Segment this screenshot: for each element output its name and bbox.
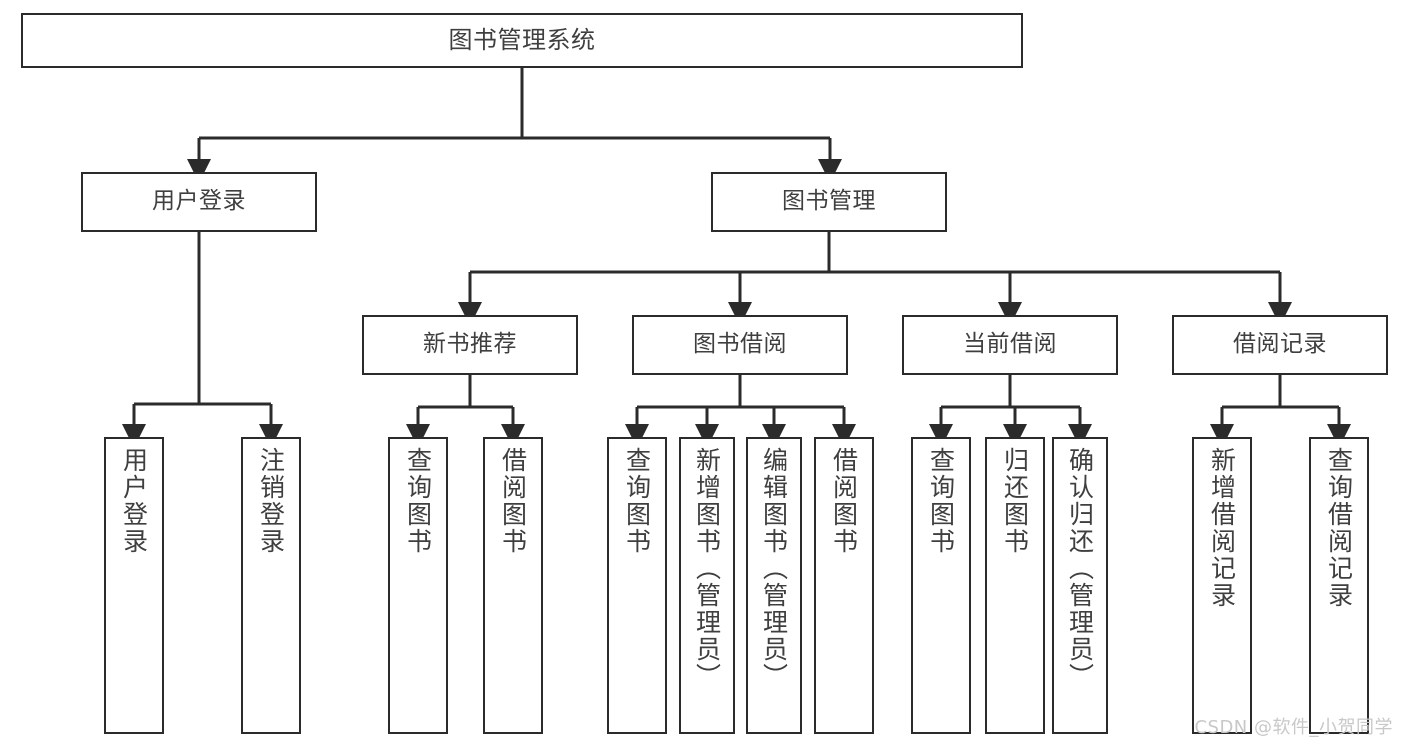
leaf-user-login-label: 用户登录 bbox=[119, 447, 149, 555]
leaf-edit-book-label: 编辑图书（管理员） bbox=[759, 447, 789, 690]
leaf-borrow-book-1-label: 借阅图书 bbox=[498, 447, 528, 555]
leaf-add-book-label: 新增图书（管理员） bbox=[692, 447, 722, 690]
node-root-label: 图书管理系统 bbox=[448, 26, 596, 55]
leaf-query-book-3-label: 查询图书 bbox=[926, 447, 956, 555]
leaf-query-record[interactable]: 查询借阅记录 bbox=[1309, 437, 1369, 734]
node-borrow-record-label: 借阅记录 bbox=[1233, 331, 1327, 358]
leaf-query-book-1[interactable]: 查询图书 bbox=[388, 437, 448, 734]
leaf-query-book-2-label: 查询图书 bbox=[622, 447, 652, 555]
node-new-book-rec-label: 新书推荐 bbox=[423, 331, 517, 358]
leaf-query-book-2[interactable]: 查询图书 bbox=[607, 437, 667, 734]
leaf-return-book[interactable]: 归还图书 bbox=[985, 437, 1045, 734]
node-new-book-rec[interactable]: 新书推荐 bbox=[362, 315, 578, 375]
node-borrow-record[interactable]: 借阅记录 bbox=[1172, 315, 1388, 375]
leaf-return-book-label: 归还图书 bbox=[1000, 447, 1030, 555]
leaf-confirm-return-label: 确认归还（管理员） bbox=[1065, 447, 1095, 690]
node-book-borrow[interactable]: 图书借阅 bbox=[632, 315, 848, 375]
leaf-add-book[interactable]: 新增图书（管理员） bbox=[679, 437, 735, 734]
node-book-manage-label: 图书管理 bbox=[782, 188, 876, 215]
node-book-borrow-label: 图书借阅 bbox=[693, 331, 787, 358]
leaf-borrow-book-1[interactable]: 借阅图书 bbox=[483, 437, 543, 734]
leaf-edit-book[interactable]: 编辑图书（管理员） bbox=[746, 437, 802, 734]
leaf-query-book-1-label: 查询图书 bbox=[403, 447, 433, 555]
leaf-logout-label: 注销登录 bbox=[256, 447, 286, 555]
node-book-manage[interactable]: 图书管理 bbox=[711, 172, 947, 232]
leaf-query-book-3[interactable]: 查询图书 bbox=[911, 437, 971, 734]
leaf-add-record[interactable]: 新增借阅记录 bbox=[1192, 437, 1252, 734]
node-current-borrow-label: 当前借阅 bbox=[963, 331, 1057, 358]
leaf-user-login[interactable]: 用户登录 bbox=[104, 437, 164, 734]
node-user-login[interactable]: 用户登录 bbox=[81, 172, 317, 232]
leaf-query-record-label: 查询借阅记录 bbox=[1324, 447, 1354, 609]
node-root[interactable]: 图书管理系统 bbox=[21, 13, 1023, 68]
node-current-borrow[interactable]: 当前借阅 bbox=[902, 315, 1118, 375]
leaf-logout[interactable]: 注销登录 bbox=[241, 437, 301, 734]
leaf-confirm-return[interactable]: 确认归还（管理员） bbox=[1052, 437, 1108, 734]
node-user-login-label: 用户登录 bbox=[152, 188, 246, 215]
leaf-borrow-book-2[interactable]: 借阅图书 bbox=[814, 437, 874, 734]
leaf-borrow-book-2-label: 借阅图书 bbox=[829, 447, 859, 555]
leaf-add-record-label: 新增借阅记录 bbox=[1207, 447, 1237, 609]
watermark: CSDN @软件_小贺同学 bbox=[1194, 717, 1393, 738]
